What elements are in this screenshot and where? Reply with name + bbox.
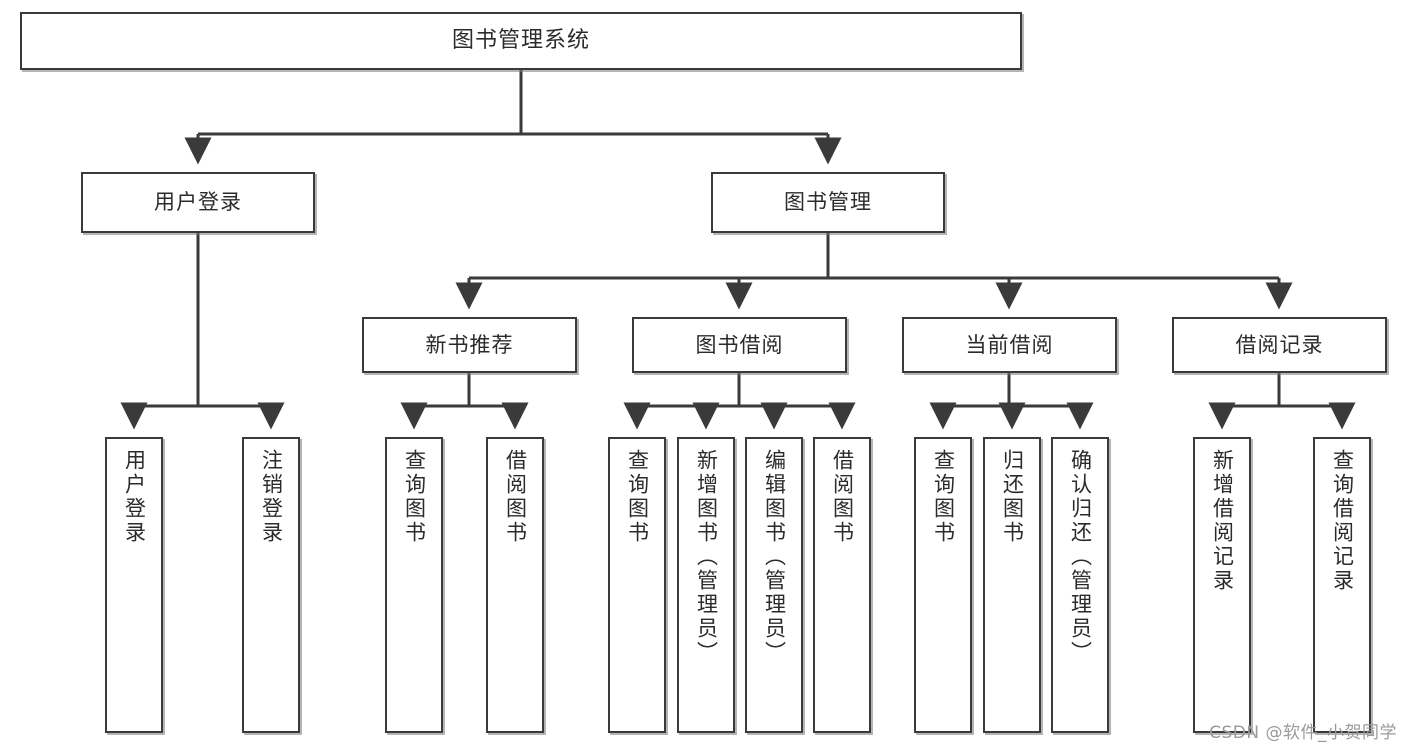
watermark: CSDN @软件_小贺同学 xyxy=(1209,723,1397,743)
node-new-book-recommend[interactable]: 新书推荐 xyxy=(362,317,577,373)
node-current-borrow[interactable]: 当前借阅 xyxy=(902,317,1117,373)
node-leaf-user-login[interactable]: 用户登录 xyxy=(105,437,163,733)
node-user-login-label: 用户登录 xyxy=(154,190,242,215)
node-leaf-add-book[interactable]: 新增图书（管理员） xyxy=(677,437,735,733)
node-current-borrow-label: 当前借阅 xyxy=(965,332,1054,357)
node-leaf-user-logout-label: 注销登录 xyxy=(259,449,284,545)
node-leaf-query-book-2-label: 查询图书 xyxy=(625,449,650,545)
node-leaf-return-book-label: 归还图书 xyxy=(1000,449,1025,545)
node-book-manage[interactable]: 图书管理 xyxy=(711,172,945,233)
node-new-book-recommend-label: 新书推荐 xyxy=(425,332,514,357)
node-book-borrow-label: 图书借阅 xyxy=(695,332,784,357)
node-leaf-return-book[interactable]: 归还图书 xyxy=(983,437,1041,733)
node-leaf-query-book-1-label: 查询图书 xyxy=(402,449,427,545)
node-leaf-borrow-book-2-label: 借阅图书 xyxy=(830,449,855,545)
node-leaf-confirm-return[interactable]: 确认归还（管理员） xyxy=(1051,437,1109,733)
node-leaf-edit-book[interactable]: 编辑图书（管理员） xyxy=(745,437,803,733)
node-leaf-add-book-label: 新增图书（管理员） xyxy=(694,449,719,665)
node-leaf-query-book-1[interactable]: 查询图书 xyxy=(385,437,443,733)
node-user-login[interactable]: 用户登录 xyxy=(81,172,315,233)
node-leaf-borrow-book-2[interactable]: 借阅图书 xyxy=(813,437,871,733)
node-leaf-borrow-book-1[interactable]: 借阅图书 xyxy=(486,437,544,733)
node-leaf-query-record-label: 查询借阅记录 xyxy=(1330,449,1355,593)
node-leaf-user-logout[interactable]: 注销登录 xyxy=(242,437,300,733)
node-leaf-add-record-label: 新增借阅记录 xyxy=(1210,449,1235,593)
node-leaf-query-book-3-label: 查询图书 xyxy=(931,449,956,545)
node-leaf-query-book-2[interactable]: 查询图书 xyxy=(608,437,666,733)
node-leaf-edit-book-label: 编辑图书（管理员） xyxy=(762,449,787,665)
node-leaf-query-record[interactable]: 查询借阅记录 xyxy=(1313,437,1371,733)
node-root[interactable]: 图书管理系统 xyxy=(20,12,1022,70)
node-leaf-confirm-return-label: 确认归还（管理员） xyxy=(1068,449,1093,665)
node-borrow-record-label: 借阅记录 xyxy=(1235,332,1324,357)
node-root-label: 图书管理系统 xyxy=(451,28,590,54)
node-leaf-query-book-3[interactable]: 查询图书 xyxy=(914,437,972,733)
node-leaf-user-login-label: 用户登录 xyxy=(122,449,147,545)
node-book-borrow[interactable]: 图书借阅 xyxy=(632,317,847,373)
node-borrow-record[interactable]: 借阅记录 xyxy=(1172,317,1387,373)
node-book-manage-label: 图书管理 xyxy=(784,190,872,215)
node-leaf-add-record[interactable]: 新增借阅记录 xyxy=(1193,437,1251,733)
node-leaf-borrow-book-1-label: 借阅图书 xyxy=(503,449,528,545)
